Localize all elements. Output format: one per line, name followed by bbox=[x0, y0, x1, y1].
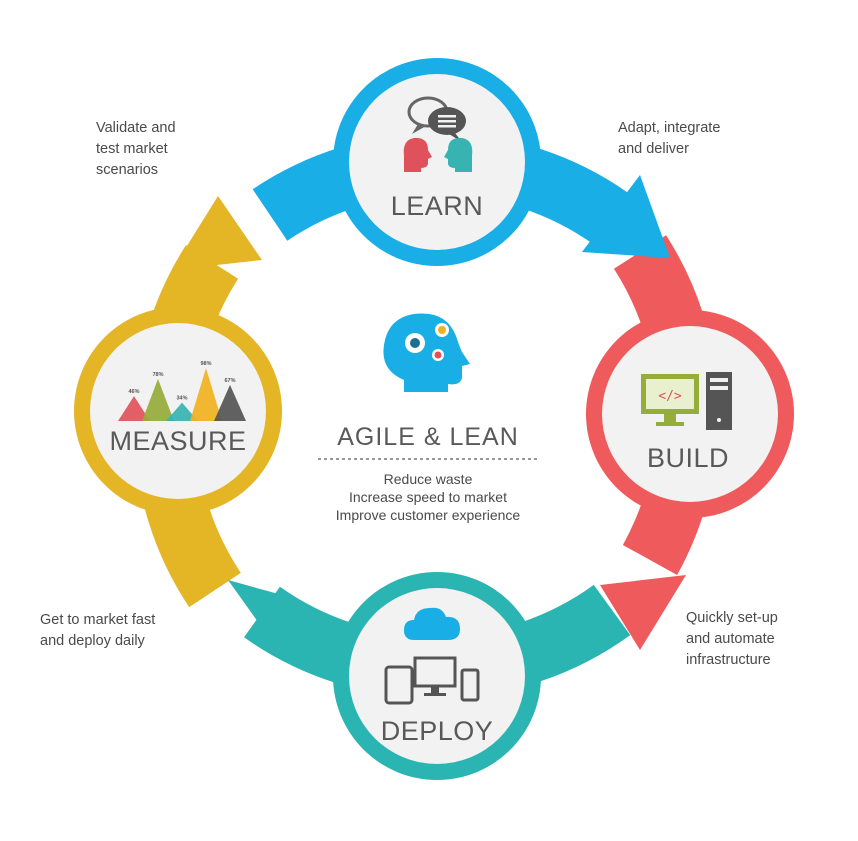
measure-label: MEASURE bbox=[109, 426, 246, 456]
cloud-icon bbox=[404, 607, 460, 640]
learn-note: Validate and test market scenarios bbox=[96, 120, 176, 178]
deploy-node: DEPLOY bbox=[333, 572, 541, 780]
build-label: BUILD bbox=[647, 443, 729, 473]
measure-percent-label: 67% bbox=[224, 378, 235, 384]
build-node: </> BUILD bbox=[586, 310, 794, 518]
gear-head-icon bbox=[383, 313, 470, 392]
measure-mountain bbox=[190, 368, 222, 421]
measure-node: 46% 78% 34% 98% 67% MEASURE bbox=[74, 307, 282, 515]
measure-note: Get to market fast and deploy daily bbox=[40, 612, 156, 649]
measure-mountain bbox=[142, 378, 174, 421]
learn-node: LEARN bbox=[333, 58, 541, 266]
head-profiles-icon bbox=[403, 137, 473, 172]
measure-arrowhead bbox=[172, 196, 262, 270]
benefit-item: Improve customer experience bbox=[336, 507, 521, 523]
svg-text:</>: </> bbox=[658, 389, 682, 404]
code-monitor-icon: </> bbox=[641, 374, 699, 426]
measure-mountain bbox=[214, 384, 246, 421]
center-title: AGILE & LEAN bbox=[337, 423, 519, 451]
measure-percent-label: 34% bbox=[176, 396, 187, 402]
measure-mountain-chart: 46% 78% 34% 98% 67% bbox=[118, 361, 246, 421]
learn-label: LEARN bbox=[391, 191, 484, 221]
learn-arrowhead bbox=[582, 175, 670, 258]
measure-percent-label: 98% bbox=[200, 361, 211, 367]
deploy-note: Quickly set-up and automate infrastructu… bbox=[686, 610, 778, 668]
benefit-item: Reduce waste bbox=[384, 471, 473, 487]
benefit-item: Increase speed to market bbox=[349, 489, 507, 505]
measure-percent-label: 46% bbox=[128, 389, 139, 395]
build-arrowhead bbox=[600, 575, 686, 650]
measure-mountain bbox=[166, 402, 198, 421]
server-tower-icon bbox=[706, 372, 732, 430]
deploy-label: DEPLOY bbox=[381, 716, 494, 746]
measure-percent-label: 78% bbox=[152, 372, 163, 378]
deploy-arrowhead bbox=[228, 580, 300, 650]
center-block: AGILE & LEAN Reduce waste Increase speed… bbox=[318, 313, 540, 523]
build-note: Adapt, integrate and deliver bbox=[618, 120, 721, 157]
measure-mountain bbox=[118, 396, 150, 421]
devices-icon bbox=[384, 656, 480, 705]
